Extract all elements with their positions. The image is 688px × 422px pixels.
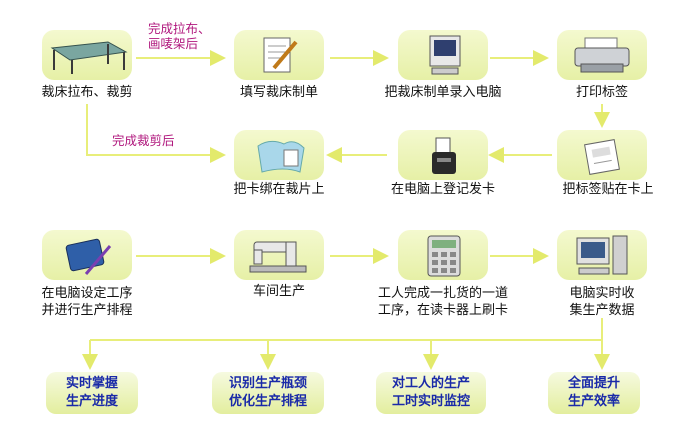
sewing-machine-icon <box>249 241 307 273</box>
arrow-s1-s7 <box>86 104 226 163</box>
label-fill-order: 填写裁床制单 <box>239 85 318 100</box>
node-bind-card <box>234 130 324 180</box>
node-swipe-card <box>398 230 488 280</box>
node-register-card <box>398 130 488 180</box>
node-fill-order <box>234 30 324 80</box>
node-set-process <box>42 230 132 280</box>
node-collect-data <box>557 230 647 280</box>
label-cutting: 裁床拉布、裁剪 <box>41 85 133 100</box>
computer-icon <box>429 35 461 75</box>
node-stick-label <box>557 130 647 180</box>
label-input-computer: 把裁床制单录入电脑 <box>384 85 502 100</box>
label-set-process: 在电脑设定工序 并进行生产排程 <box>41 286 133 318</box>
notepad-pen-icon <box>263 37 298 73</box>
desktop-computer-icon <box>576 235 628 275</box>
output-monitoring: 对工人的生产 工时实时监控 <box>376 372 486 414</box>
label-print-label: 打印标签 <box>575 85 628 100</box>
label-stick-label: 把标签贴在卡上 <box>562 182 654 197</box>
note-after-cutting: 完成裁剪后 <box>112 133 175 148</box>
node-workshop <box>234 230 324 280</box>
label-swipe-card: 工人完成一扎货的一道 工序，在读卡器上刷卡 <box>377 286 508 318</box>
label-card-icon <box>584 139 620 175</box>
card-reader-icon <box>432 137 456 174</box>
calculator-icon <box>427 235 461 277</box>
output-efficiency: 全面提升 生产效率 <box>548 372 640 414</box>
node-print-label <box>557 30 647 80</box>
label-collect-data: 电脑实时收 集生产数据 <box>569 286 635 318</box>
label-workshop: 车间生产 <box>252 284 305 299</box>
label-register-card: 在电脑上登记发卡 <box>390 182 495 197</box>
output-bottleneck: 识别生产瓶颈 优化生产排程 <box>212 372 324 414</box>
label-bind-card: 把卡绑在裁片上 <box>233 182 325 197</box>
tablet-pen-icon <box>65 238 112 275</box>
node-cutting-table <box>42 30 132 80</box>
output-progress: 实时掌握 生产进度 <box>46 372 138 414</box>
printer-icon <box>574 37 630 73</box>
note-after-spreading: 完成拉布、 画唛架后 <box>148 21 211 51</box>
cutting-table-icon <box>50 41 128 74</box>
fabric-card-icon <box>257 140 305 173</box>
node-input-computer <box>398 30 488 80</box>
